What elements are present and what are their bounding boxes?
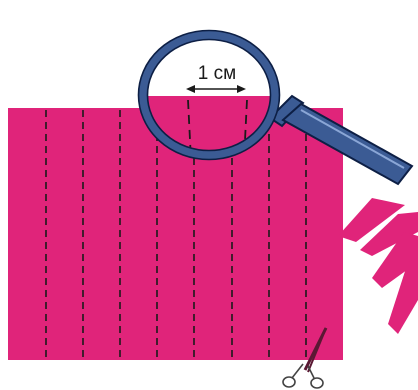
measurement-label: 1 см	[198, 63, 236, 84]
cut-strips	[338, 198, 418, 334]
